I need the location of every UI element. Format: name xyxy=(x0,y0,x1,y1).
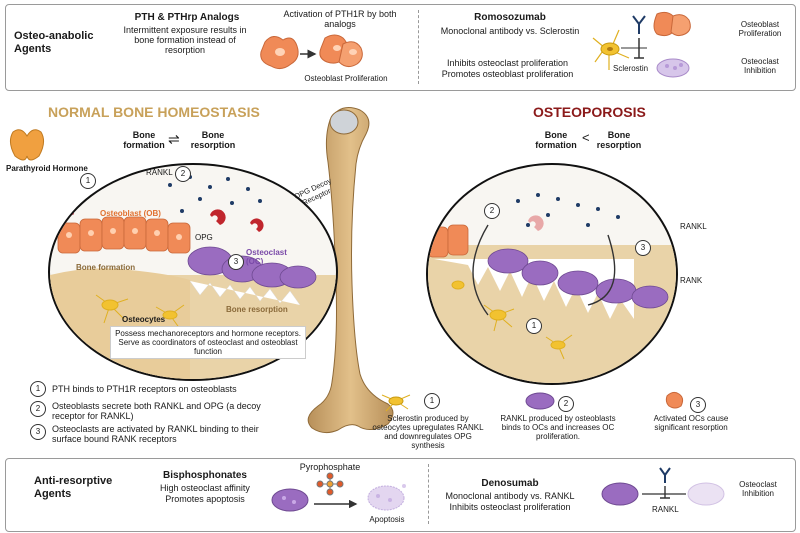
inhibited-osteoclast-icon xyxy=(687,482,725,506)
osteoclast-label: Osteoclast (OC) xyxy=(246,248,287,266)
op-legend-num-3: 3 xyxy=(690,397,706,413)
osteocyte-group xyxy=(451,280,573,360)
osteo-anabolic-label: Osteo-anabolic Agents xyxy=(14,30,94,55)
op-step-marker-2: 2 xyxy=(484,203,500,219)
pth-activation: Activation of PTH1R by both analogs xyxy=(283,9,397,29)
denosumab-diagram xyxy=(601,467,725,506)
denosumab-line1: Monoclonal antibody vs. RANKL xyxy=(445,491,575,501)
pyrophosphate-label: Pyrophosphate xyxy=(299,462,361,472)
opg-icon xyxy=(210,209,264,232)
romosozumab-line3: Promotes osteoblast proliferation xyxy=(441,69,574,79)
osteoclast-icon xyxy=(656,58,690,78)
osteoporosis-bone-scene xyxy=(428,193,676,383)
pth-desc: Intermittent exposure results in bone fo… xyxy=(123,25,247,55)
inhibition-icon xyxy=(660,486,670,499)
normal-opg-label: OPG xyxy=(195,233,213,242)
osteoclast-group xyxy=(187,246,317,289)
normal-title: NORMAL BONE HOMEOSTASIS xyxy=(48,104,260,120)
apoptosis-label: Apoptosis xyxy=(369,515,405,524)
osteoporosis-title: OSTEOPOROSIS xyxy=(533,104,646,120)
pth-outcome: Osteoblast Proliferation xyxy=(304,74,388,83)
op-balance-right: Bone resorption xyxy=(596,130,642,150)
osteoblast-pair-icon xyxy=(319,34,363,68)
osteocytes-label: Osteocytes xyxy=(122,315,166,324)
op-step-marker-1: 1 xyxy=(526,318,542,334)
romosozumab-line2: Inhibits osteoclast proliferation xyxy=(446,58,569,68)
normal-step-marker-1: 1 xyxy=(80,173,96,189)
opg-icon xyxy=(528,215,544,231)
apoptotic-cell-icon xyxy=(367,484,406,511)
cycle-arrow-icon xyxy=(472,224,489,316)
bisphosphonates-line2: Promotes apoptosis xyxy=(165,494,245,504)
op-legend-num-2: 2 xyxy=(558,396,574,412)
osteocyte-icon xyxy=(376,390,416,417)
top-divider xyxy=(418,10,419,84)
denosumab-line2: Inhibits osteoclast proliferation xyxy=(449,502,571,512)
romosozumab-result1: Osteoblast Proliferation xyxy=(738,20,782,38)
normal-step-marker-3: 3 xyxy=(228,254,244,270)
osteoblast-cell-icon xyxy=(260,36,299,70)
osteoclast-icon xyxy=(601,482,639,506)
normal-legend-num-2: 2 xyxy=(30,401,46,417)
antibody-icon xyxy=(632,15,646,34)
bisphosphonates-line1: High osteoclast affinity xyxy=(160,483,250,493)
rankl-dots xyxy=(516,193,620,227)
op-rankl-label: RANKL xyxy=(680,222,707,231)
anti-resorptive-label: Anti-resorptive Agents xyxy=(34,475,113,500)
parathyroid-gland-icon xyxy=(7,124,47,164)
pyrophosphate-molecule-icon xyxy=(316,472,344,496)
osteoblast-row xyxy=(428,224,469,258)
osteoblast-pair-icon xyxy=(653,11,691,37)
bisphosphonate-diagram xyxy=(271,472,406,512)
normal-balance-right: Bone resorption xyxy=(190,130,236,150)
denosumab-result: Osteoclast Inhibition xyxy=(739,480,777,498)
less-than-icon: < xyxy=(582,130,590,145)
antibody-icon xyxy=(659,467,671,483)
femur-illustration xyxy=(307,107,394,434)
romosozumab-diagram xyxy=(592,11,691,78)
osteocytes-desc: Possess mechanoreceptors and hormone rec… xyxy=(110,326,306,359)
osteoporosis-bone-circle xyxy=(426,163,678,385)
osteoblast-icon xyxy=(664,390,686,415)
op-legend-text-1: Sclerostin produced by osteocytes upregu… xyxy=(372,414,484,450)
romosozumab-result2: Osteoclast Inhibition xyxy=(741,57,779,75)
osteoclast-group xyxy=(487,248,669,309)
op-legend-text-2: RANKL produced by osteoblasts binds to O… xyxy=(500,414,616,441)
pth-title: PTH & PTHrp Analogs xyxy=(134,12,240,23)
normal-balance-left: Bone formation xyxy=(123,130,165,150)
normal-legend-text-1: PTH binds to PTH1R receptors on osteobla… xyxy=(52,384,237,394)
equilibrium-icon: ⇌ xyxy=(168,131,180,147)
pth-dots xyxy=(52,191,74,215)
romosozumab-line1: Monoclonal antibody vs. Sclerostin xyxy=(440,26,580,36)
parathyroid-label: Parathyroid Hormone xyxy=(6,164,88,173)
normal-step-marker-2: 2 xyxy=(175,166,191,182)
denosumab-title: Denosumab xyxy=(481,478,539,489)
op-legend-text-3: Activated OCs cause significant resorpti… xyxy=(653,414,729,432)
cycle-arrow-icon xyxy=(587,234,616,306)
sclerostin-label: Sclerostin xyxy=(613,64,649,73)
romosozumab-title: Romosozumab xyxy=(474,12,546,23)
denosumab-rankl-label: RANKL xyxy=(652,505,679,514)
osteocyte-icon xyxy=(592,29,630,70)
bone-resorption-label: Bone resorption xyxy=(226,305,288,314)
pth-diagram xyxy=(260,34,363,70)
op-balance-left: Bone formation xyxy=(535,130,577,150)
op-rank-label: RANK xyxy=(680,276,703,285)
bottom-divider xyxy=(428,464,429,524)
bone-formation-label: Bone formation xyxy=(76,263,136,272)
normal-legend-text-2: Osteoblasts secrete both RANKL and OPG (… xyxy=(52,401,261,421)
normal-legend-num-1: 1 xyxy=(30,381,46,397)
normal-rankl-label: RANKL xyxy=(146,168,173,177)
normal-legend-num-3: 3 xyxy=(30,424,46,440)
osteoclast-icon xyxy=(524,392,556,415)
op-step-marker-3: 3 xyxy=(635,240,651,256)
osteoclast-icon xyxy=(271,488,309,512)
normal-legend-text-3: Osteoclasts are activated by RANKL bindi… xyxy=(52,424,259,444)
osteoblast-row xyxy=(57,216,191,254)
op-legend-num-1: 1 xyxy=(424,393,440,409)
osteocyte-group xyxy=(95,294,185,330)
bisphosphonates-title: Bisphosphonates xyxy=(163,470,247,481)
osteoblast-label: Osteoblast (OB) xyxy=(100,209,161,218)
